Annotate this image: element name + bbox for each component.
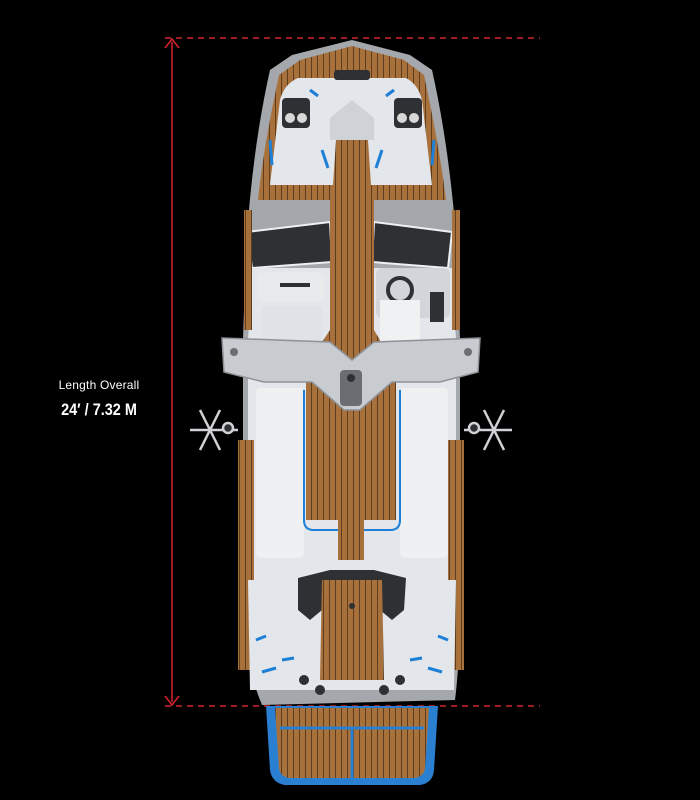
side-seating	[256, 388, 448, 560]
swim-platform	[266, 706, 438, 785]
aft-teak-pad	[320, 580, 384, 680]
length-overall-title: Length Overall	[58, 378, 140, 392]
cupholder-icon	[299, 675, 405, 695]
passenger-seat	[258, 272, 324, 345]
arrow-down-icon	[164, 695, 180, 707]
length-overall-value: 24′ / 7.32 M	[61, 400, 137, 419]
speaker-icon	[282, 98, 310, 128]
speaker-icon	[394, 98, 422, 128]
arrow-up-icon	[164, 37, 180, 49]
wake-tower	[221, 337, 481, 411]
length-overall-label: Length Overall 24′ / 7.32 M	[40, 378, 158, 420]
board-rack-left	[190, 409, 238, 451]
board-rack-right	[464, 409, 512, 451]
driver-console	[376, 268, 450, 345]
boat-top-view	[190, 40, 512, 785]
blue-accents	[268, 88, 436, 169]
